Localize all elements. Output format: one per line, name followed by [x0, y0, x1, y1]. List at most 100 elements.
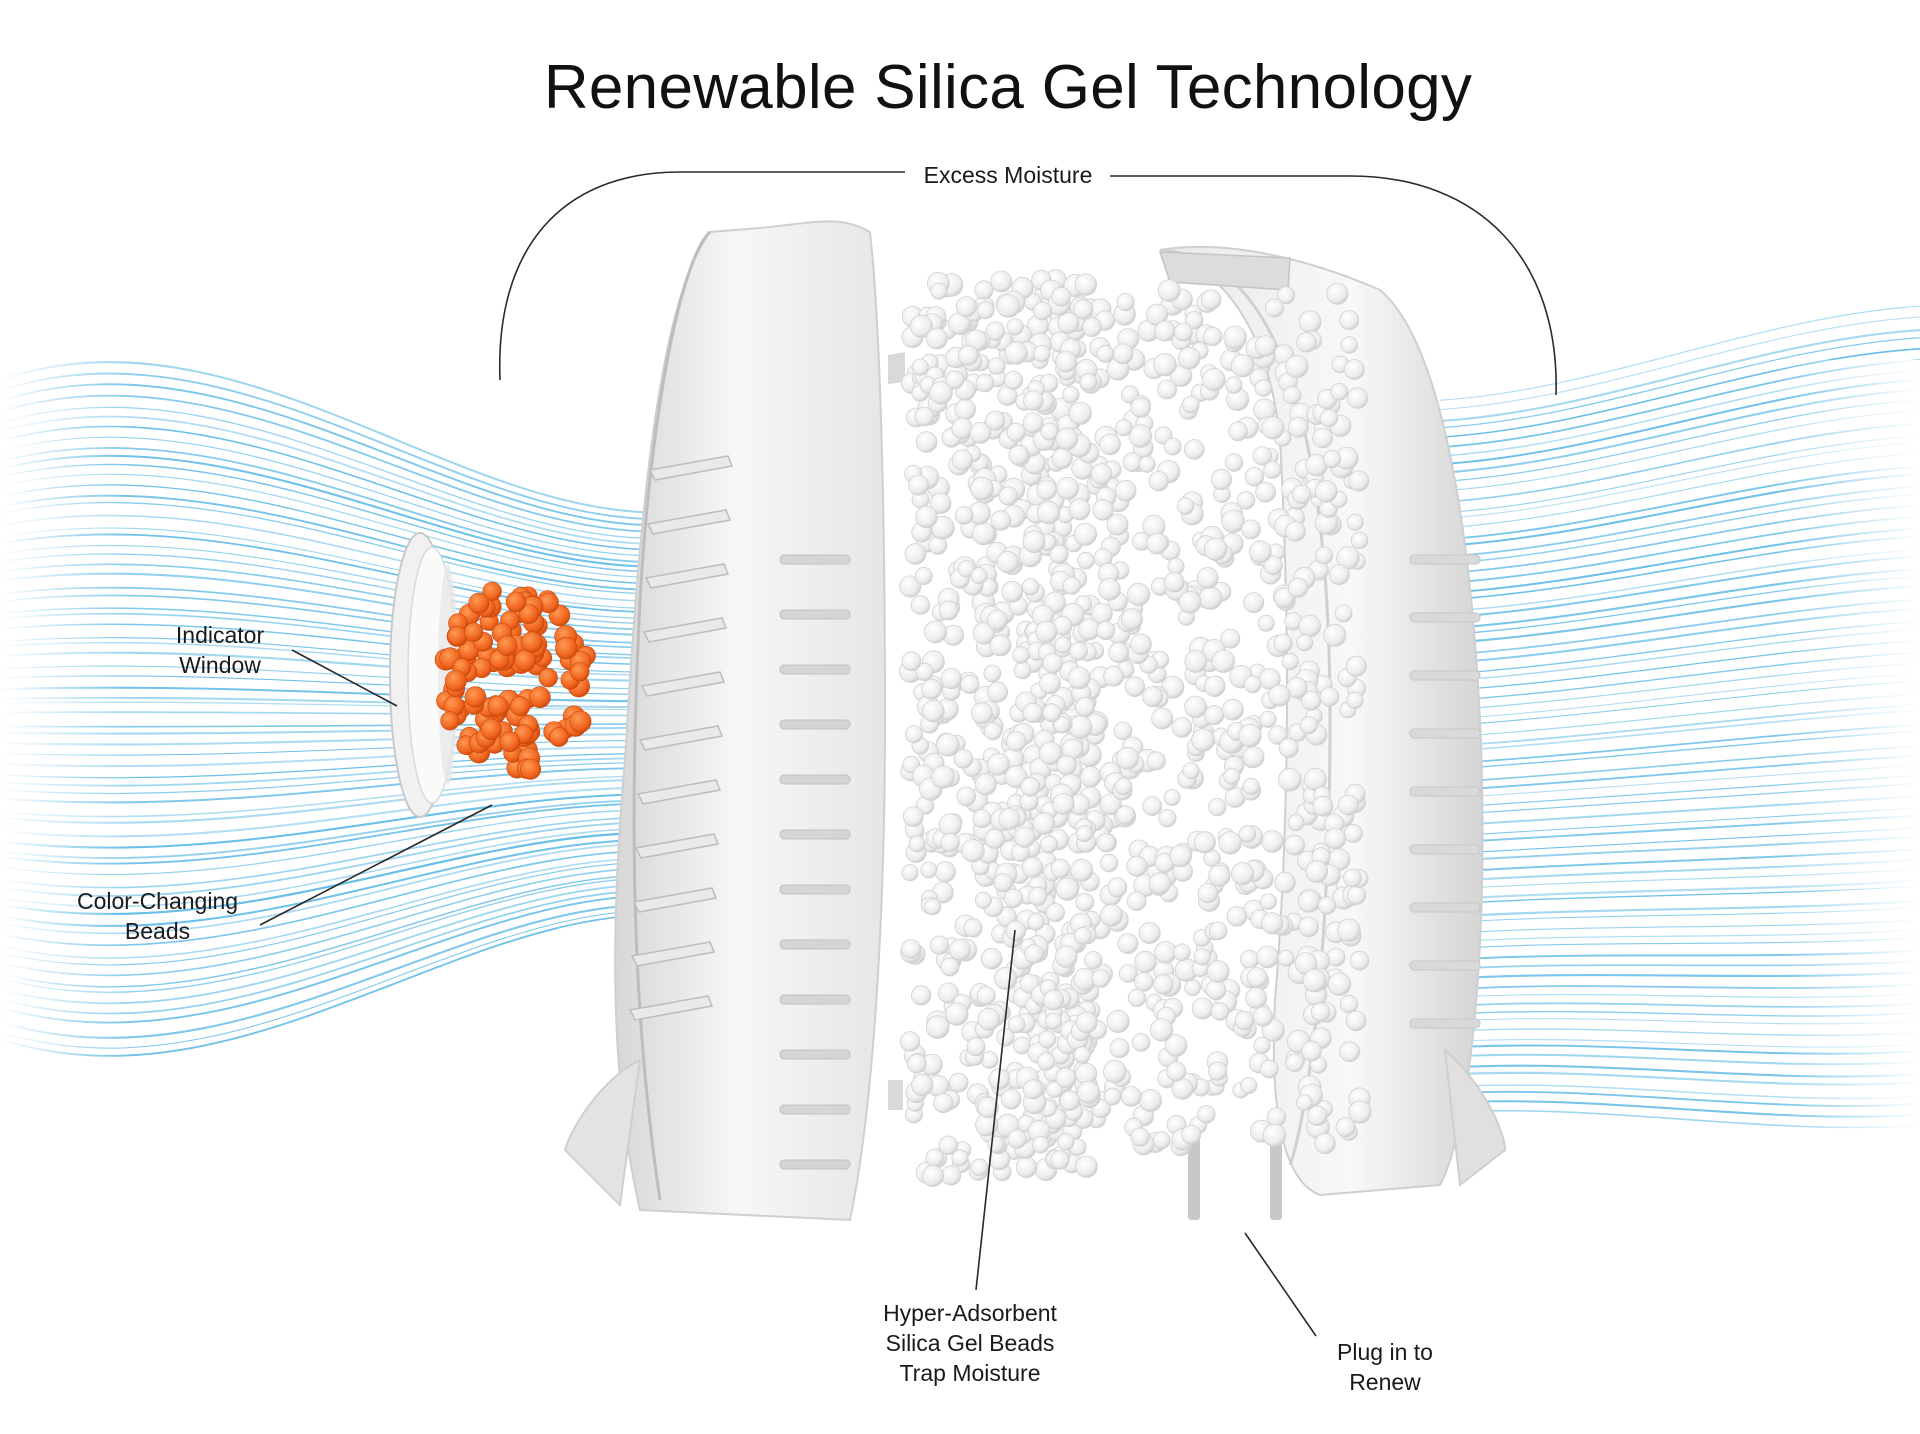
silica-bead [1124, 676, 1146, 697]
silica-bead [906, 1053, 927, 1074]
silica-bead [1096, 833, 1116, 853]
silica-bead [937, 982, 959, 1004]
silica-bead [1277, 949, 1295, 967]
housing-slot [779, 1049, 851, 1060]
housing-slot [779, 884, 851, 895]
silica-bead [901, 864, 919, 882]
housing-fin [638, 725, 724, 751]
silica-bead [1262, 1123, 1287, 1148]
silica-bead [1185, 311, 1204, 330]
silica-bead [1314, 1132, 1336, 1155]
silica-bead [1301, 1040, 1322, 1062]
silica-bead [1307, 1105, 1328, 1126]
silica-bead [1345, 1010, 1367, 1032]
silica-bead [983, 664, 1002, 683]
housing-slot [779, 1159, 851, 1170]
silica-bead [1287, 577, 1309, 598]
silica-bead [1109, 1038, 1130, 1059]
silica-bead [1198, 586, 1223, 610]
silica-bead [1033, 301, 1052, 321]
silica-bead [1312, 427, 1333, 449]
silica-bead [901, 651, 922, 672]
silica-bead [1164, 571, 1185, 593]
silica-bead [1287, 814, 1305, 831]
silica-bead [1268, 684, 1291, 707]
silica-bead [1197, 883, 1219, 904]
housing-slot [1409, 960, 1481, 971]
silica-bead [1343, 868, 1362, 888]
silica-bead [1328, 564, 1350, 585]
silica-bead [1038, 1030, 1057, 1049]
silica-bead [1223, 325, 1247, 350]
silica-bead [1252, 446, 1272, 466]
silica-bead [1297, 890, 1321, 913]
silica-bead [956, 786, 976, 807]
silica-bead [972, 809, 992, 829]
silica-bead [1033, 345, 1051, 363]
silica-bead [1264, 298, 1284, 318]
silica-bead [924, 898, 942, 916]
silica-bead [1298, 614, 1322, 638]
silica-bead [1164, 1034, 1188, 1057]
excess-moisture-bracket-right [1110, 175, 1557, 396]
silica-bead [1134, 971, 1154, 992]
indicator-bead [444, 670, 467, 692]
silica-bead [1285, 521, 1306, 542]
silica-bead [974, 773, 997, 796]
silica-bead [1339, 310, 1360, 331]
silica-bead [920, 861, 938, 879]
label-color-changing-beads: Color-Changing Beads [55, 886, 260, 946]
silica-bead [1092, 499, 1114, 521]
housing-slot [779, 1104, 851, 1115]
silica-bead [1055, 1067, 1077, 1089]
silica-bead [1346, 691, 1364, 709]
indicator-bead [480, 718, 502, 740]
silica-bead [1130, 1127, 1150, 1147]
silica-bead [1284, 834, 1305, 856]
silica-bead [914, 567, 933, 586]
silica-bead [1245, 987, 1267, 1009]
silica-bead [1146, 532, 1168, 555]
silica-bead [1191, 997, 1214, 1020]
indicator-bead [538, 668, 558, 688]
silica-bead [940, 957, 960, 977]
silica-bead [925, 1015, 950, 1039]
silica-bead [1054, 636, 1072, 654]
silica-bead [1296, 634, 1314, 652]
silica-bead [1296, 332, 1317, 353]
silica-bead [1043, 989, 1065, 1011]
silica-bead [1256, 945, 1279, 969]
silica-bead [1099, 853, 1119, 873]
silica-bead [1240, 1077, 1258, 1095]
silica-bead [1079, 373, 1098, 391]
silica-bead [1013, 661, 1032, 680]
silica-bead [1163, 437, 1182, 456]
silica-bead [1057, 1133, 1075, 1151]
silica-bead [929, 492, 952, 515]
silica-bead [1278, 737, 1299, 758]
silica-bead [1149, 1018, 1174, 1042]
silica-bead [1241, 519, 1261, 540]
label-excess-moisture: Excess Moisture [913, 160, 1103, 190]
silica-bead [1193, 948, 1211, 966]
silica-bead [1091, 969, 1111, 988]
silica-bead [1278, 767, 1302, 792]
silica-bead [914, 406, 935, 427]
silica-bead [1073, 1046, 1091, 1064]
silica-bead [1348, 470, 1370, 492]
silica-bead [910, 985, 932, 1006]
silica-bead [1103, 1087, 1122, 1106]
silica-bead [1263, 460, 1282, 479]
silica-bead [1127, 988, 1147, 1008]
plug-prong-left [1188, 1130, 1200, 1220]
silica-bead [945, 370, 965, 390]
silica-bead [1045, 1012, 1063, 1030]
airflow-fade-right [1560, 360, 1920, 1140]
silica-bead [970, 476, 994, 501]
silica-bead [904, 543, 927, 565]
silica-bead [1114, 479, 1137, 502]
silica-bead [1260, 1059, 1279, 1079]
silica-bead [1296, 1094, 1313, 1111]
silica-bead [1036, 479, 1057, 501]
